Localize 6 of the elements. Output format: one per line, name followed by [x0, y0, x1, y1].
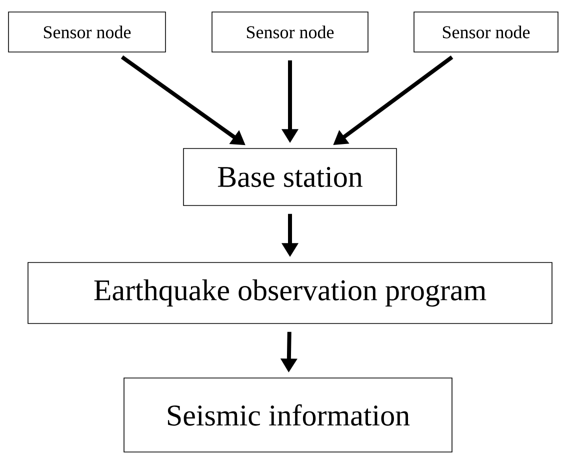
process-box: Seismic information — [124, 378, 452, 452]
process-box: Earthquake observation program — [28, 262, 552, 324]
process-box: Sensor node — [212, 12, 368, 52]
process-box: Base station — [183, 148, 397, 206]
process-box: Sensor node — [8, 12, 166, 52]
process-box: Sensor node — [414, 12, 558, 52]
